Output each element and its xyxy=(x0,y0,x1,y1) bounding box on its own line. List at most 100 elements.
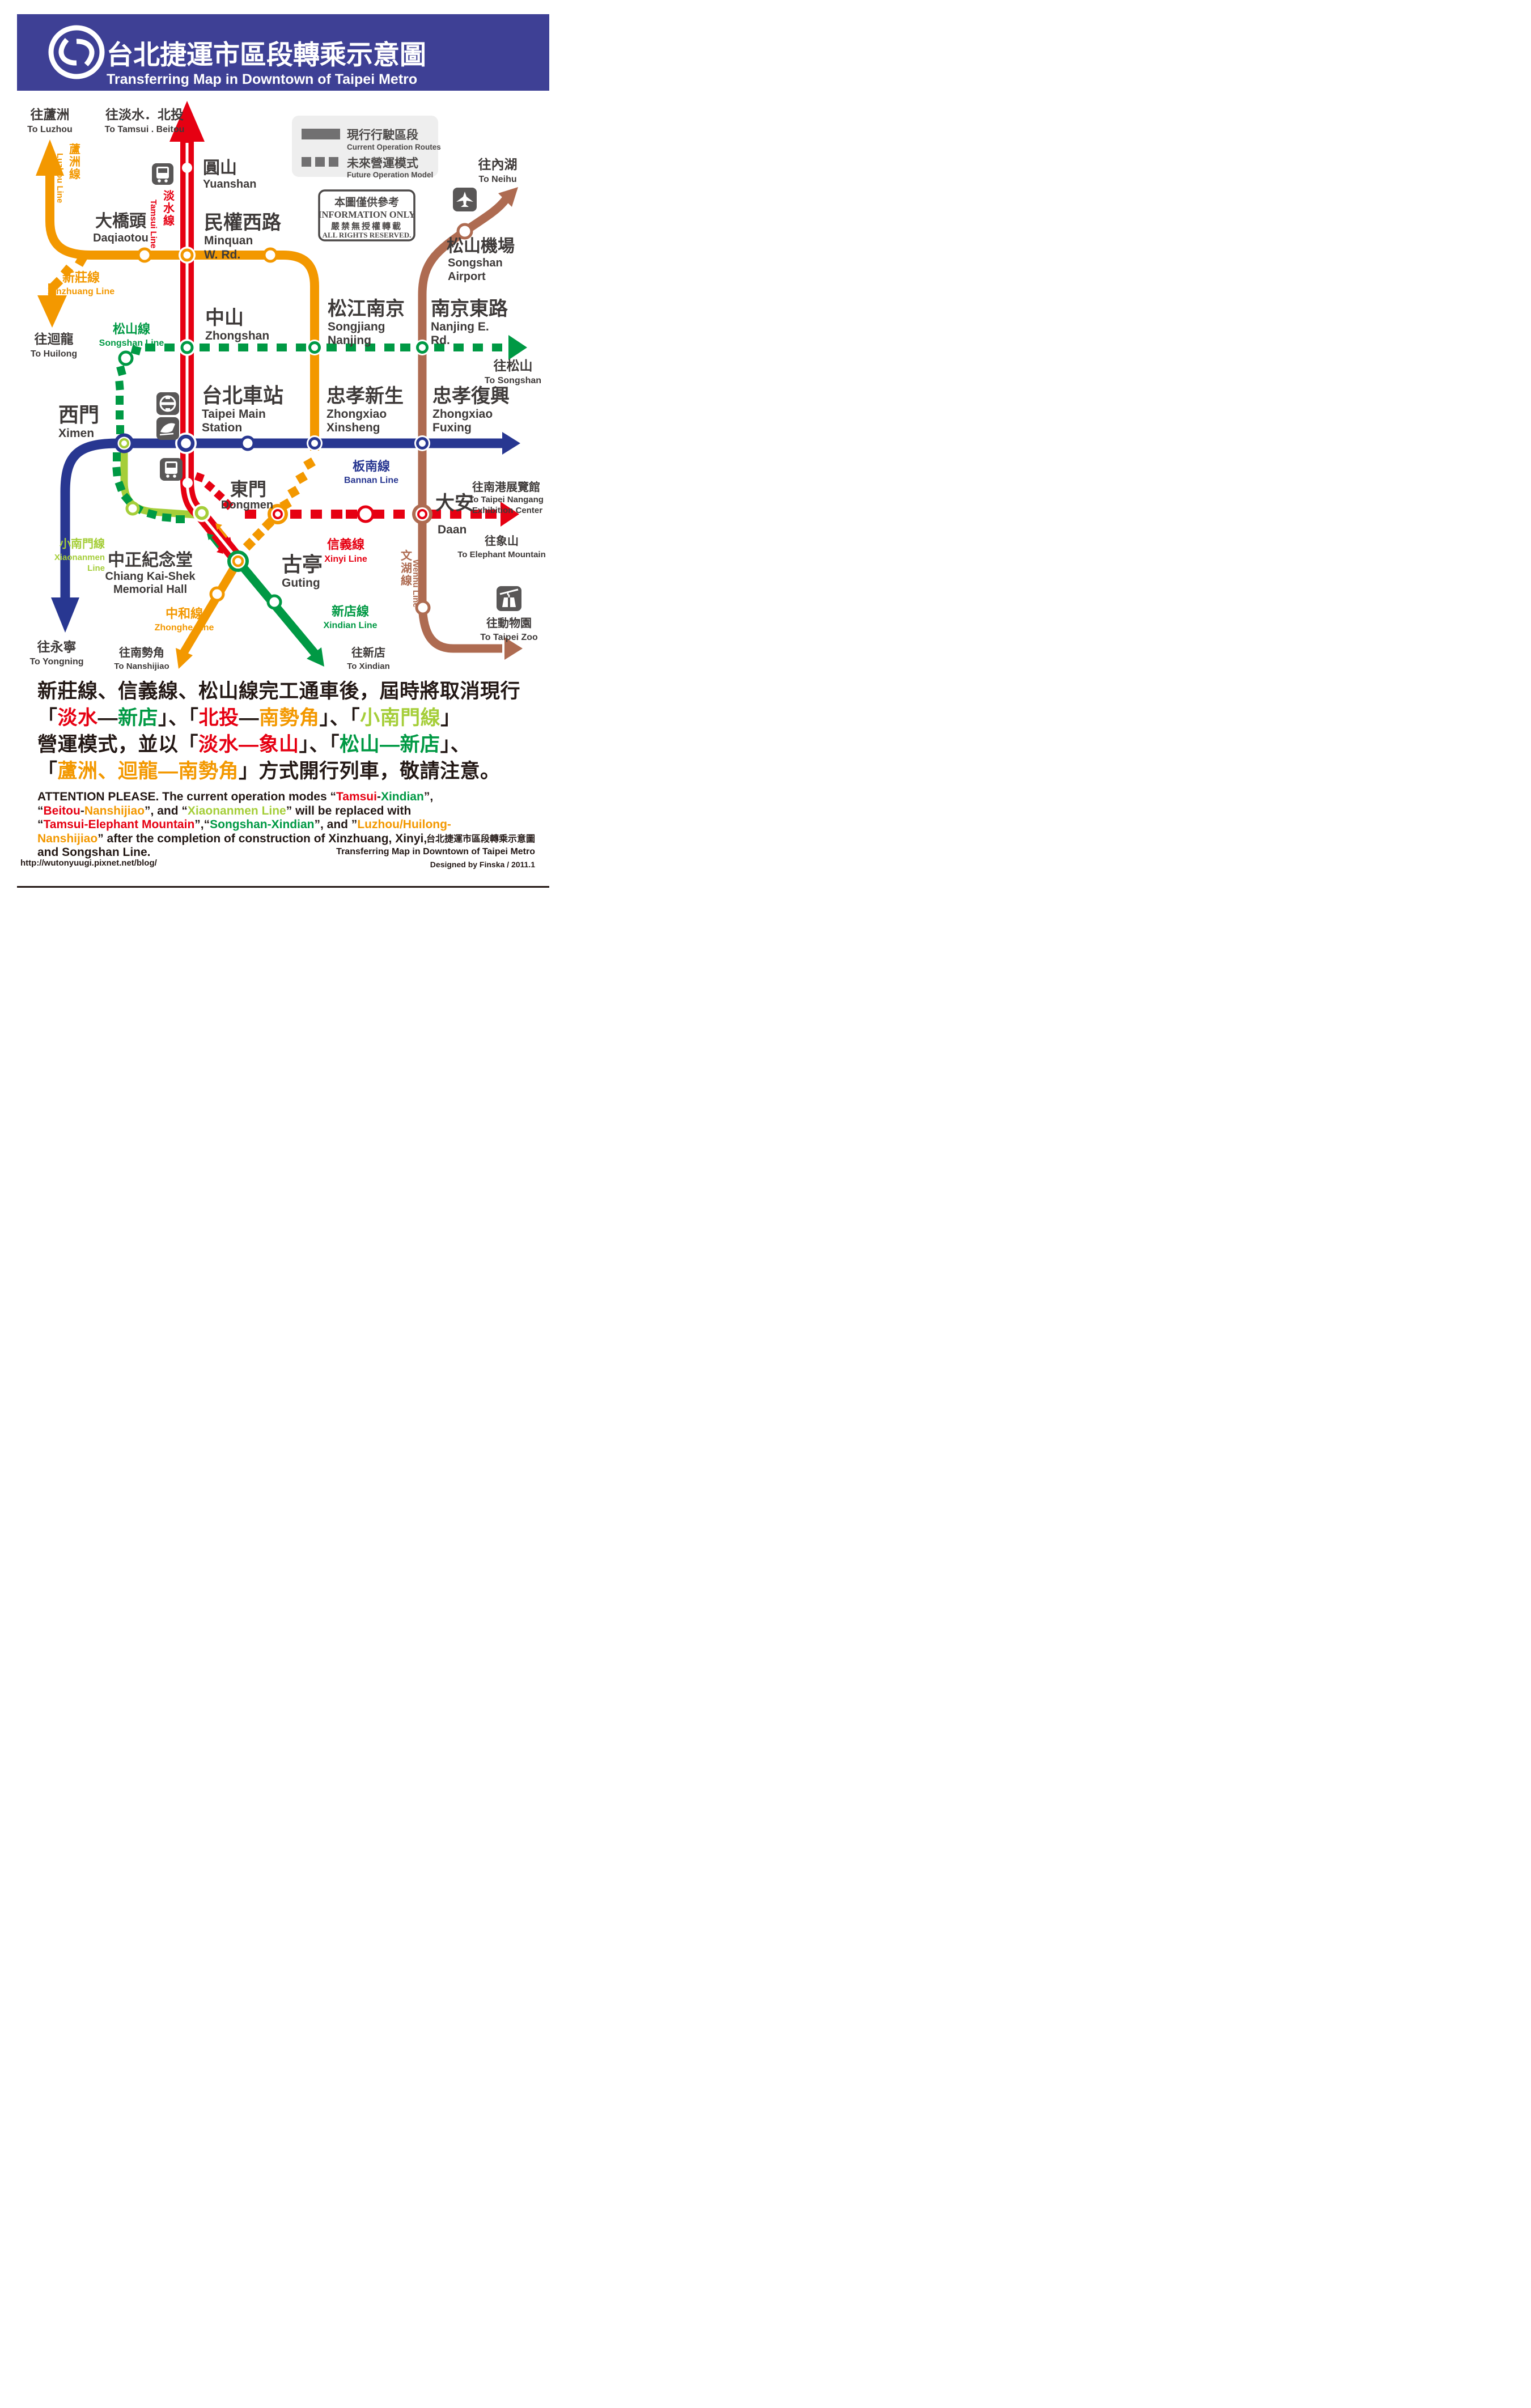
bottom-rule xyxy=(17,886,549,888)
station-label-zhongshan-en: Zhongshan xyxy=(205,329,269,342)
terminus-nangang-en1: To Taipei Nangang xyxy=(469,495,544,505)
legend-future-swatch xyxy=(315,157,325,167)
terminus-huilong-en: To Huilong xyxy=(31,349,77,359)
terminus-luzhou-zh: 往蘆洲 xyxy=(31,107,70,122)
station-marker-future-xinyi xyxy=(357,505,375,523)
route-dash xyxy=(60,264,74,278)
line-label-xindian-en: Xindian Line xyxy=(323,621,377,630)
terminus-neihu-en: To Neihu xyxy=(478,175,516,184)
station-label-songshan-airport-en1: Songshan xyxy=(448,257,503,269)
notice-segment: Tamsui-Elephant Mountain xyxy=(43,818,195,831)
notice-zh-line3: 營運模式，並以「淡水—象山」、「松山—新店」、 xyxy=(37,731,542,758)
line-label-xindian-zh: 新店線 xyxy=(332,604,369,618)
notice-segment: “ xyxy=(37,818,44,831)
station-label-songshan-airport-en2: Airport xyxy=(448,270,486,283)
route-dash xyxy=(113,452,121,461)
notice-zh-line2: 「淡水—新店」、「北投—南勢角」、「小南門線」 xyxy=(37,705,542,731)
route-dash xyxy=(365,344,375,351)
terminus-elephant-en: To Elephant Mountain xyxy=(457,550,546,559)
station-label-minquan-zh: 民權西路 xyxy=(204,212,282,234)
notice-segment: Songshan-Xindian xyxy=(210,818,315,831)
hsr-icon xyxy=(156,417,179,440)
station-marker-orange-mid xyxy=(262,247,278,263)
line-label-songshan-en: Songshan Line xyxy=(99,338,164,348)
notice-segment: Luzhou/Huilong- xyxy=(357,818,451,831)
route-dash xyxy=(277,344,287,351)
notice-segment: 淡水 xyxy=(57,707,98,729)
notice-segment: 」、「 xyxy=(158,707,199,729)
route-dash xyxy=(485,510,497,519)
station-label-taipei-main-en1: Taipei Main xyxy=(202,408,266,421)
notice-segment: - xyxy=(376,790,381,803)
station-label-zhongxiao-fuxing-en2: Fuxing xyxy=(432,421,472,434)
station-label-daan-zh: 大安 xyxy=(435,493,474,514)
notice-segment: 淡水—象山 xyxy=(198,734,299,756)
station-label-taipei-main-zh: 台北車站 xyxy=(202,384,283,407)
notice-segment: and Songshan Line. xyxy=(37,846,151,859)
notice-zh-line4: 「蘆洲、迴龍—南勢角」方式開行列車，敬請注意。 xyxy=(37,758,542,785)
elephant-arrow xyxy=(501,502,519,527)
station-label-daqiaotou-en: Daqiaotou xyxy=(93,232,149,244)
station-marker-future-songshan xyxy=(118,350,134,366)
zhonghe-branch-path xyxy=(177,559,242,659)
station-marker-minquan xyxy=(179,247,196,264)
notice-segment: 南勢角 xyxy=(259,707,320,729)
route-dash xyxy=(75,255,87,267)
notice-segment: 「 xyxy=(37,760,58,782)
station-label-ximen-zh: 西門 xyxy=(58,403,99,426)
metro-map-canvas: 台北捷運市區段轉乘示意圖 Transferring Map in Downtow… xyxy=(17,14,549,671)
station-label-daan-en: Daan xyxy=(438,523,466,536)
stamp-line4-en: ALL RIGHTS RESERVED. xyxy=(323,231,412,239)
station-label-zhongxiao-xinsheng-zh: 忠孝新生 xyxy=(326,385,404,407)
notice-segment: Xiaonanmen Line xyxy=(187,804,286,817)
route-dash xyxy=(121,493,133,505)
stamp-line1-zh: 本圖僅供參考 xyxy=(334,196,399,209)
station-label-nanjing-e-zh: 南京東路 xyxy=(431,298,508,320)
footer-credit-zh: 台北捷運市區段轉乘示意圖 xyxy=(426,834,535,844)
notice-segment: Nanshijiao xyxy=(37,832,98,845)
route-dash xyxy=(430,510,441,519)
footer-credit: 台北捷運市區段轉乘示意圖 Transferring Map in Downtow… xyxy=(336,833,535,871)
route-dash xyxy=(400,344,410,351)
terminus-zoo-zh: 往動物園 xyxy=(486,616,532,630)
station-label-guting-en: Guting xyxy=(282,576,320,590)
legend-current-label-en: Current Operation Routes xyxy=(347,143,441,151)
bannan-line-path xyxy=(60,438,502,600)
route-dash xyxy=(243,537,256,551)
notice-segment: ”, and “ xyxy=(145,804,188,817)
station-label-minquan-en1: Minquan xyxy=(204,234,253,247)
notice-segment: “ xyxy=(37,804,44,817)
bannan-east-arrow xyxy=(502,432,520,455)
notice-segment: ” will be replaced with xyxy=(286,804,412,817)
station-label-dongmen-en: Dongmen xyxy=(221,499,273,511)
notice-segment: ” after the completion of construction o… xyxy=(97,832,427,845)
station-marker-ximen xyxy=(114,433,134,453)
route-dash xyxy=(252,528,265,541)
terminus-nangang-en2: Exhibition Center xyxy=(472,506,542,515)
notice-en-line4: Nanshijiao” after the completion of cons… xyxy=(37,832,542,846)
station-markers xyxy=(114,163,473,616)
notice-segment: 「 xyxy=(37,707,58,729)
station-marker-shandao xyxy=(240,435,256,451)
station-label-minquan-en2: W. Rd. xyxy=(204,248,240,261)
route-dash xyxy=(296,344,306,351)
station-marker-zhonghe-mid xyxy=(209,586,225,602)
station-label-cks-en2: Memorial Hall xyxy=(113,583,187,596)
route-dash xyxy=(470,510,482,519)
station-label-zhongxiao-xinsheng-en2: Xinsheng xyxy=(326,421,380,434)
legend-current-label-zh: 現行行駛區段 xyxy=(347,128,418,142)
terminus-nanshijiao-zh: 往南勢角 xyxy=(119,646,164,659)
station-label-zhongxiao-fuxing-en1: Zhongxiao xyxy=(432,408,493,421)
xinyi-dotted-segment xyxy=(245,510,497,519)
route-dash xyxy=(146,509,158,519)
wenhu-line xyxy=(418,187,523,660)
line-label-xinzhuang-zh: 新莊線 xyxy=(62,270,100,285)
notice-segment: - xyxy=(80,804,84,817)
route-dash xyxy=(145,344,155,351)
station-marker-zhongxiao-xinsheng xyxy=(307,435,323,451)
line-labels: 蘆洲線 Luzhou Line 淡水線 Tamsui Line 新莊線 Xinz… xyxy=(48,143,421,633)
notice-segment: ”, xyxy=(423,790,434,803)
terminus-luzhou-en: To Luzhou xyxy=(27,125,73,134)
route-dash xyxy=(194,472,205,482)
footer-url: http://wutonyuugi.pixnet.net/blog/ xyxy=(20,858,157,868)
